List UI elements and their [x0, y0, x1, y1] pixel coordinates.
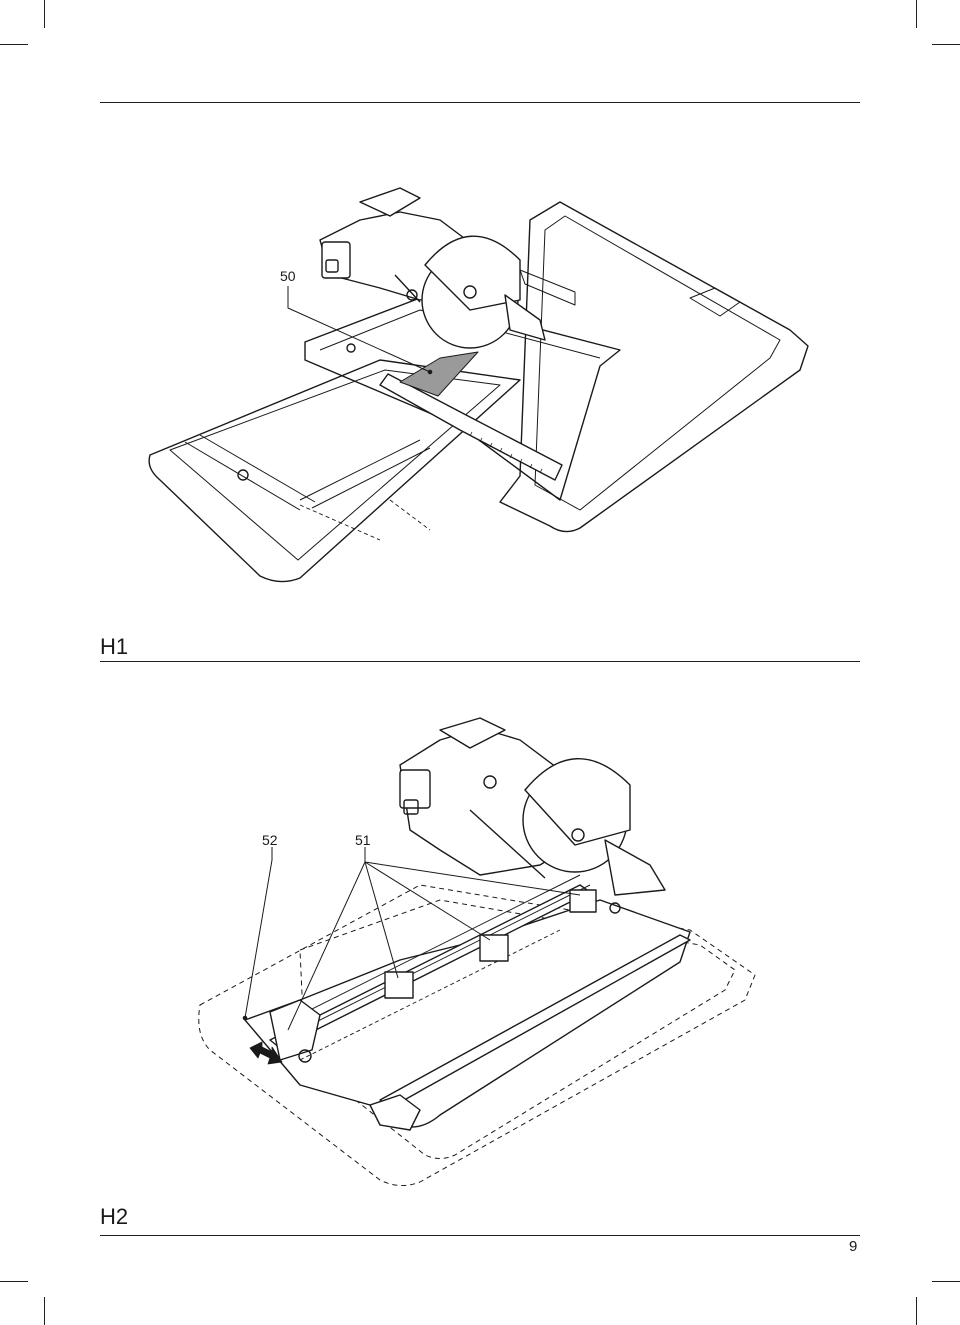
figure-h1-rule — [100, 661, 860, 662]
h2-bracket-2 — [480, 935, 508, 961]
h2-direction-arrow — [250, 1042, 282, 1064]
crop-mark-bottom-left-h — [0, 1281, 28, 1282]
crop-mark-bottom-right-h — [932, 1281, 960, 1282]
crop-mark-top-right-v — [916, 0, 917, 28]
h1-callout-50: 50 — [280, 268, 296, 284]
crop-mark-top-right-h — [932, 44, 960, 45]
h1-miter-ruler — [380, 374, 562, 480]
h2-blade-guard — [525, 759, 630, 845]
h1-blade-guard — [425, 236, 520, 310]
h1-extension-tray — [500, 202, 808, 532]
h2-bracket-1 — [385, 972, 413, 998]
crop-mark-top-left-v — [44, 0, 45, 28]
header-rule — [100, 102, 860, 103]
figure-h2-rule — [100, 1235, 860, 1236]
h2-callout-52: 52 — [262, 832, 278, 848]
crop-mark-bottom-left-v — [44, 1297, 45, 1325]
page-number: 9 — [849, 1238, 858, 1255]
h2-callout-51: 51 — [355, 832, 371, 848]
figure-h1-label: H1 — [100, 634, 129, 659]
h2-switch-box — [400, 770, 430, 808]
h2-callout-52-leader — [245, 847, 272, 1018]
crop-mark-bottom-right-v — [916, 1297, 917, 1325]
h1-callout-50-leader — [288, 286, 430, 372]
figure-h2-label: H2 — [100, 1204, 129, 1229]
figure-h2-illustration — [0, 700, 960, 1200]
crop-mark-top-left-h — [0, 44, 28, 45]
h1-square-guide — [400, 352, 478, 396]
h2-tray-outline-outer — [199, 885, 755, 1186]
h2-bracket-3 — [570, 890, 596, 912]
figure-h1-illustration — [0, 180, 960, 600]
h2-tray-outline-inner — [300, 900, 735, 1159]
h1-base-tray — [149, 360, 520, 582]
